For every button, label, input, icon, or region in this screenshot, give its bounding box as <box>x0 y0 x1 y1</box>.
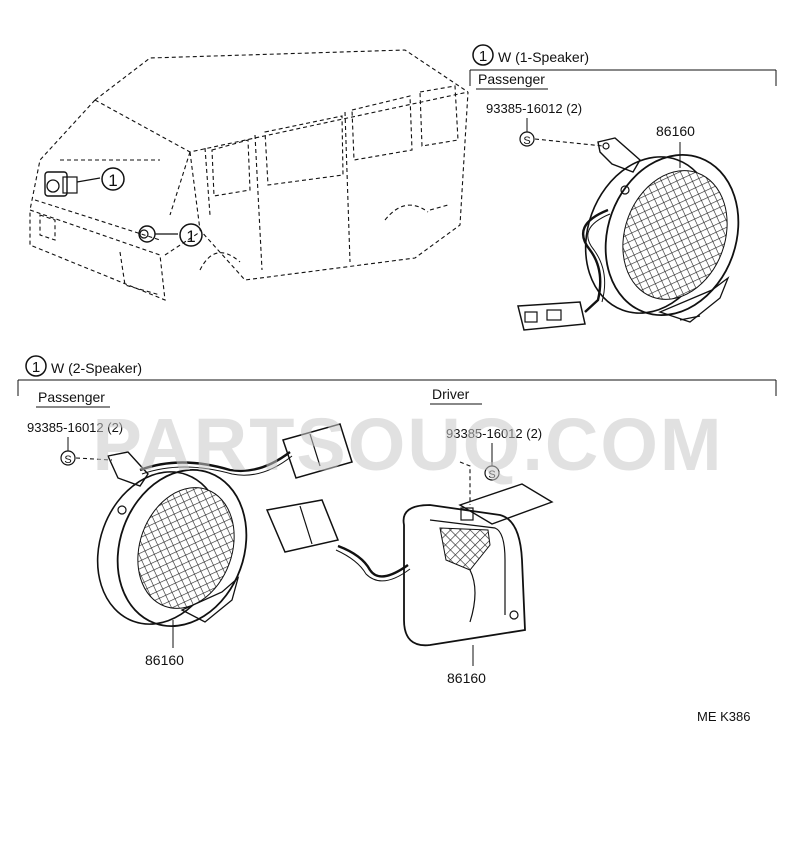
driver-horn-part-number: 86160 <box>447 670 486 686</box>
svg-text:1: 1 <box>108 171 117 190</box>
passenger-label: Passenger <box>478 71 545 87</box>
callout-marker-front-right: 1 <box>179 223 203 247</box>
van-illustration <box>29 49 469 301</box>
driver-bolt-symbol: S <box>488 469 495 481</box>
callout-marker: 1 <box>32 359 40 376</box>
horn-assembly <box>517 137 740 331</box>
passenger-label: Passenger <box>38 389 105 405</box>
section-heading: W (2-Speaker) <box>51 360 142 376</box>
watermark: PARTSOUQ.COM <box>92 403 723 486</box>
section-one-speaker: 1 W (1-Speaker) Passenger 93385-16012 (2… <box>469 44 777 331</box>
driver-bolt-part-number: 93385-16012 (2) <box>446 426 542 441</box>
diagram-code: ME K386 <box>697 709 750 724</box>
driver-label: Driver <box>432 386 470 402</box>
passenger-horn-part-number: 86160 <box>145 652 184 668</box>
horn-part-number: 86160 <box>656 123 695 139</box>
callout-marker-front-left: 1 <box>101 167 125 191</box>
bolt-symbol: S <box>523 135 530 147</box>
passenger-horn-assembly <box>96 423 353 628</box>
passenger-bolt-part-number: 93385-16012 (2) <box>27 420 123 435</box>
section-heading: W (1-Speaker) <box>498 49 589 65</box>
driver-horn-assembly <box>265 483 554 647</box>
svg-text:1: 1 <box>186 227 195 246</box>
section-two-speaker: 1 W (2-Speaker) Passenger 93385-16012 (2… <box>17 355 777 686</box>
passenger-bolt-symbol: S <box>64 454 71 466</box>
bolt-part-number: 93385-16012 (2) <box>486 101 582 116</box>
callout-marker: 1 <box>479 48 487 65</box>
